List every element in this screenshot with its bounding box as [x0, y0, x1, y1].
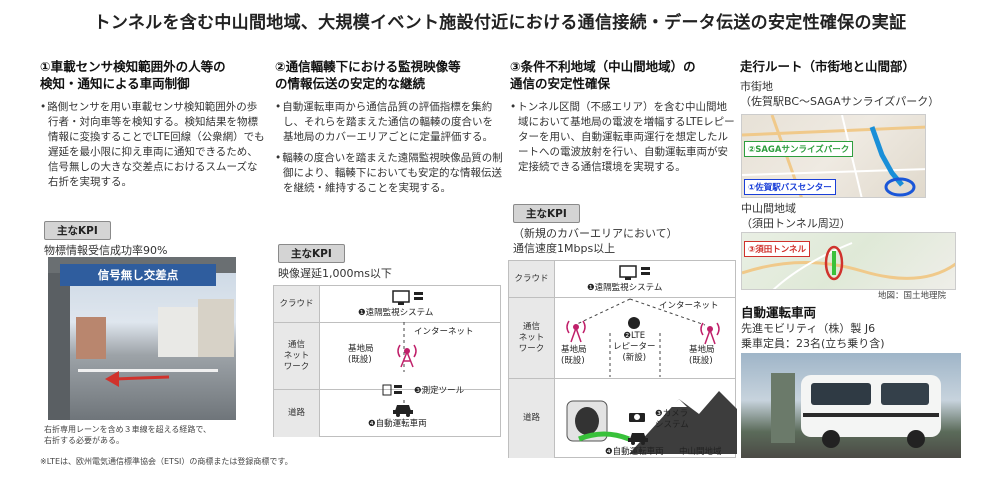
city-detail: （佐賀駅BC～SAGAサンライズパーク） [740, 95, 940, 108]
car-icon [628, 433, 648, 445]
row-road-label: 道路 [509, 379, 555, 458]
route-heading: 走行ルート（市街地と山間部） [740, 59, 916, 74]
mountain-map: ③須田トンネル [741, 232, 956, 290]
connection-lines [574, 298, 706, 377]
base-station-label: 基地局 (既設) [348, 344, 374, 365]
car-icon [393, 405, 413, 417]
section-2-kpi: 主なKPI 映像遅延1,000ms以下 [278, 242, 392, 281]
monitor-icon [619, 265, 650, 280]
bus-photo [741, 353, 961, 458]
section-1-kpi: 主なKPI 物標情報受信成功率90% [44, 219, 167, 258]
city-map: ②SAGAサンライズパーク ①佐賀駅バスセンター [741, 114, 926, 198]
kpi-badge: 主なKPI [44, 221, 111, 240]
page-title: トンネルを含む中山間地域、大規模イベント施設付近における通信接続・データ伝送の安… [93, 13, 907, 33]
section-1-heading-line2: 検知・通知による車両制御 [40, 76, 190, 91]
section-2-bullet-1: 自動運転車両から通信品質の評価指標を集約し、それらを踏まえた通信の輻輳の度合いを… [275, 100, 503, 145]
kpi-badge: 主なKPI [278, 244, 345, 263]
bus-illustration [771, 373, 941, 448]
camera-system-label: ❸カメラ システム [655, 409, 689, 430]
kpi-text-line1: （新規のカバーエリアにおいて） [513, 227, 678, 240]
left-arrow-icon [105, 371, 170, 387]
vehicle-label: ❹自動運転車両 [605, 447, 664, 457]
diagram-3: クラウド 通信 ネット ワーク 道路 ❶遠隔監視システム インターネット 基地局… [508, 260, 737, 458]
internet-label: インターネット [414, 327, 474, 337]
kpi-text: 物標情報受信成功率90% [44, 244, 168, 257]
footnote: ※LTEは、欧州電気通信標準協会（ETSI）の商標または登録商標です。 [40, 457, 293, 466]
intersection-sign: 信号無し交差点 [60, 264, 216, 286]
kpi-text-line2: 通信速度1Mbps以上 [513, 242, 616, 255]
section-3-heading-line2: 通信の安定性確保 [510, 76, 611, 91]
row-network-label: 通信 ネット ワーク [274, 323, 320, 389]
kpi-badge: 主なKPI [513, 204, 580, 223]
section-1-bullet: 路側センサを用い車載センサ検知範囲外の歩行者・対向車等を検知する。検知結果を物標… [40, 100, 265, 190]
tunnel-mountain-illustration [566, 391, 737, 454]
repeater-label: ❷LTE レピーター (新設) [613, 331, 656, 363]
row-cloud-label: クラウド [509, 261, 555, 297]
mountain-map-roads [742, 242, 955, 289]
section-1: ①車載センサ検知範囲外の人等の 検知・通知による車両制御 路側センサを用い車載セ… [40, 58, 265, 192]
section-3-bullet: トンネル区間（不感エリア）を含む中山間地域において基地局の電波を増幅するLTEレ… [510, 100, 735, 175]
map-tag-suda-tunnel: ③須田トンネル [744, 241, 811, 257]
kpi-text: 映像遅延1,000ms以下 [278, 267, 392, 280]
antenna-icon [566, 320, 586, 343]
row-network-label: 通信 ネット ワーク [509, 298, 555, 378]
map-tag-sunrise-park: ②SAGAサンライズパーク [744, 141, 854, 157]
section-3-heading-line1: ③条件不利地域（中山間地域）の [510, 59, 696, 74]
section-2-heading: ②通信輻輳下における監視映像等 の情報伝送の安定的な継続 [275, 58, 503, 92]
vehicle-capacity: 乗車定員：23名(立ち乗り含) [741, 337, 885, 350]
vehicle-label: ❹自動運転車両 [368, 419, 427, 429]
antenna-icon [397, 344, 417, 368]
remote-monitoring-label: ❶遠隔監視システム [587, 283, 663, 293]
section-1-heading: ①車載センサ検知範囲外の人等の 検知・通知による車両制御 [40, 58, 265, 92]
section-route: 走行ルート（市街地と山間部） 市街地 （佐賀駅BC～SAGAサンライズパーク） [740, 58, 985, 109]
mountain-area-label: 中山間地域 [679, 447, 722, 457]
photo-caption-line2: 右折する必要がある。 [44, 436, 124, 445]
section-1-heading-line1: ①車載センサ検知範囲外の人等の [40, 59, 226, 74]
repeater-icon [628, 317, 640, 329]
section-2-heading-line2: の情報伝送の安定的な継続 [275, 76, 426, 91]
monitor-icon [392, 290, 423, 305]
photo-caption-line1: 右折専用レーンを含め３車線を超える経路で、 [44, 425, 212, 434]
diagram-2: クラウド 通信 ネット ワーク 道路 ❶遠隔監視システム インターネット 基地局… [273, 285, 501, 437]
measure-tool-icon [382, 384, 402, 396]
mountain-label: 中山間地域 [741, 202, 796, 215]
base-station-right-label: 基地局 (既設) [689, 345, 715, 366]
camera-icon [629, 413, 645, 422]
section-3-kpi: 主なKPI （新規のカバーエリアにおいて） 通信速度1Mbps以上 [513, 202, 678, 256]
antenna-icon [700, 322, 720, 345]
city-label: 市街地 [740, 80, 773, 93]
section-3: ③条件不利地域（中山間地域）の 通信の安定性確保 トンネル区間（不感エリア）を含… [510, 58, 735, 177]
remote-monitoring-label: ❶遠隔監視システム [358, 308, 434, 318]
section-3-heading: ③条件不利地域（中山間地域）の 通信の安定性確保 [510, 58, 735, 92]
row-cloud-label: クラウド [274, 286, 320, 322]
internet-label: インターネット [659, 301, 719, 311]
section-2: ②通信輻輳下における監視映像等 の情報伝送の安定的な継続 自動運転車両から通信品… [275, 58, 503, 198]
map-credit: 地図：国土地理院 [878, 291, 947, 301]
vehicle-maker: 先進モビリティ（株）製 J6 [741, 322, 876, 335]
section-2-heading-line1: ②通信輻輳下における監視映像等 [275, 59, 461, 74]
base-station-left-label: 基地局 (既設) [561, 345, 587, 366]
mountain-detail: （須田トンネル周辺） [741, 217, 851, 230]
map-tag-bus-center: ①佐賀駅バスセンター [744, 179, 836, 195]
vehicle-heading: 自動運転車両 [741, 305, 817, 320]
section-2-bullet-2: 輻輳の度合いを踏まえた遠隔監視映像品質の制御により、輻輳下においても安定的な情報… [275, 151, 503, 196]
row-road-label: 道路 [274, 390, 320, 437]
measure-tool-label: ❸測定ツール [414, 386, 465, 396]
